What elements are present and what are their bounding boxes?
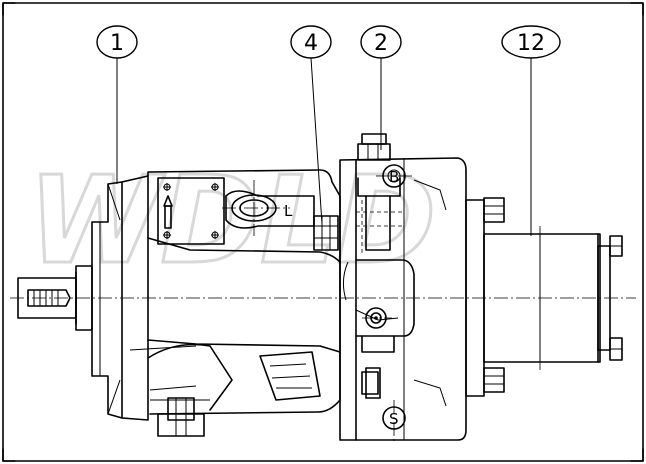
watermark-text: WDLD	[28, 152, 436, 291]
port-l-label: L	[284, 202, 293, 220]
flow-arrow-icon	[163, 195, 173, 229]
control-cover	[157, 177, 225, 245]
bolt-bottom-left	[483, 367, 505, 393]
bolt-top-left	[483, 197, 505, 223]
bolt-bottom-right	[609, 337, 623, 361]
flange-bolts	[483, 197, 623, 393]
port-plate	[339, 157, 467, 441]
svg-text:12: 12	[517, 31, 545, 56]
svg-text:2: 2	[374, 31, 388, 56]
mounting-flange	[91, 175, 149, 421]
cover-screws	[163, 183, 219, 239]
svg-text:1: 1	[110, 31, 124, 56]
port-b-label: B	[389, 168, 399, 186]
port-s: S	[382, 400, 406, 444]
center-bolt	[362, 307, 392, 329]
pump-housing	[129, 169, 341, 437]
balloon-2: 2	[360, 25, 402, 59]
svg-text:4: 4	[304, 31, 318, 56]
auxiliary-pump	[465, 199, 611, 397]
bolt-top-right	[609, 235, 623, 257]
leader-lines	[116, 57, 532, 236]
balloon-12: 12	[501, 25, 561, 59]
housing-small-screw	[361, 371, 379, 395]
port-b: B	[357, 133, 412, 188]
balloon-4: 4	[290, 25, 332, 59]
balloon-1: 1	[96, 25, 138, 59]
